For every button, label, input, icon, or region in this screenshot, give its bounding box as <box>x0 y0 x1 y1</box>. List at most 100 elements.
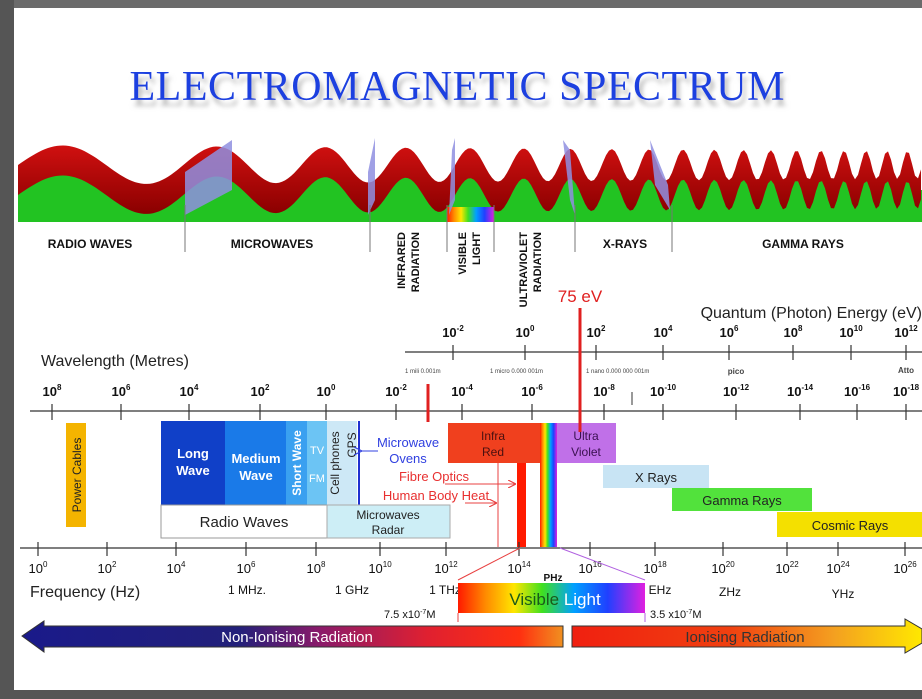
microwave-ovens-label-1: Microwave <box>377 435 439 450</box>
page-title: ELECTROMAGNETIC SPECTRUM <box>130 64 785 110</box>
non-ionising-label: Non-Ionising Radiation <box>221 629 373 646</box>
frequency-tick-label: 1024 <box>826 560 850 576</box>
frequency-tick-label: 1012 <box>434 560 458 576</box>
energy-tick-base: 10 <box>784 325 798 340</box>
medium-wave-band <box>225 421 286 505</box>
red-wave <box>18 145 921 214</box>
frequency-tick-label: 1018 <box>643 560 667 576</box>
category-ultraviolet-line1: ULTRAVIOLET <box>518 232 530 308</box>
frequency-tick-exponent: 0 <box>43 560 48 569</box>
radio-waves-label: Radio Waves <box>200 514 289 531</box>
energy-tick-label: 106 <box>720 324 739 340</box>
frequency-tick-exponent: 20 <box>726 560 735 569</box>
energy-tick-label: 10-2 <box>442 324 464 340</box>
cell-phones-band <box>327 421 357 505</box>
gps-label: GPS <box>345 432 359 457</box>
frequency-tick-label: 1016 <box>578 560 602 576</box>
category-radio-waves: RADIO WAVES <box>48 237 132 251</box>
cosmic-rays-label: Cosmic Rays <box>812 518 889 533</box>
unit-zhz: ZHz <box>719 585 741 599</box>
visible-band <box>540 423 557 547</box>
wavelength-tick-exponent: -4 <box>466 383 474 392</box>
frequency-tick-exponent: 4 <box>181 560 186 569</box>
frequency-tick-base: 10 <box>237 561 251 576</box>
energy-tick-base: 10 <box>587 325 601 340</box>
wavelength-tick-base: 10 <box>650 384 664 399</box>
energy-tick-base: 10 <box>839 325 853 340</box>
ultra-violet-label-2: Violet <box>571 445 601 459</box>
wavelength-tick-base: 10 <box>893 384 907 399</box>
wavelength-tick-exponent: 8 <box>57 383 62 392</box>
wavelength-tick-label: 10-8 <box>593 383 615 399</box>
energy-marker-label: 75 eV <box>558 287 603 306</box>
long-wave-band <box>161 421 225 505</box>
energy-tick-base: 10 <box>516 325 530 340</box>
wavelength-tick-label: 10-12 <box>723 383 750 399</box>
red-limit-label: 7.5 x10-7M <box>384 609 436 621</box>
energy-tick-exponent: 0 <box>530 324 535 333</box>
long-wave-label-2: Wave <box>176 463 209 478</box>
wavelength-tick-label: 10-6 <box>521 383 543 399</box>
energy-tick-exponent: 2 <box>601 324 606 333</box>
microwaves-radar-band <box>326 504 451 539</box>
gamma-rays-label: Gamma Rays <box>702 493 782 508</box>
non-ionising-arrow <box>21 620 564 653</box>
infra-red-bar <box>517 463 526 547</box>
wavelength-tick-exponent: -6 <box>536 383 544 392</box>
wavelength-axis-title: Wavelength (Metres) <box>41 353 189 370</box>
tv-fm-band <box>307 421 327 505</box>
frequency-tick-label: 108 <box>307 560 326 576</box>
unit-ghz: 1 GHz <box>335 583 369 597</box>
category-visible-line1: VISIBLE <box>457 232 469 275</box>
spectrum-bands: Power Cables Long Wave Medium Wave Short… <box>66 421 922 547</box>
energy-tick-exponent: 12 <box>909 324 918 333</box>
wavelength-tick-exponent: 2 <box>265 383 270 392</box>
power-cables-label: Power Cables <box>70 438 84 513</box>
wavelength-notes: 1 mili 0.001m 1 micro 0.000 001m 1 nano … <box>405 366 914 376</box>
wavelength-tick-base: 10 <box>317 384 331 399</box>
ultra-violet-band <box>557 423 616 463</box>
frequency-tick-exponent: 10 <box>383 560 392 569</box>
frequency-tick-base: 10 <box>893 561 907 576</box>
ultra-violet-label-1: Ultra <box>573 429 599 443</box>
energy-axis-title: Quantum (Photon) Energy (eV) <box>701 305 922 322</box>
red-limit-exp: -7 <box>420 609 426 616</box>
frequency-tick-exponent: 18 <box>658 560 667 569</box>
energy-tick-label: 102 <box>587 324 606 340</box>
note-nano: 1 nano 0.000 000 001m <box>586 369 649 375</box>
wavelength-tick-label: 10-18 <box>893 383 920 399</box>
unit-thz: 1 THz <box>429 583 461 597</box>
long-wave-label-1: Long <box>177 446 209 461</box>
category-gamma-rays: GAMMA RAYS <box>762 237 844 251</box>
ionising-arrow <box>571 618 922 654</box>
cosmic-rays-band <box>777 512 922 537</box>
energy-tick-exponent: 8 <box>798 324 803 333</box>
wavelength-tick-exponent: -2 <box>400 383 408 392</box>
wavelength-tick-base: 10 <box>521 384 535 399</box>
wavelength-tick-exponent: -8 <box>608 383 616 392</box>
wave-category-labels: RADIO WAVES MICROWAVES INFRARED RADIATIO… <box>48 232 844 308</box>
unit-ehz: EHz <box>649 583 672 597</box>
visible-zoom-line-left <box>457 547 521 581</box>
wavelength-tick-exponent: 6 <box>126 383 131 392</box>
frequency-tick-exponent: 22 <box>790 560 799 569</box>
energy-tick-label: 100 <box>516 324 535 340</box>
frequency-tick-exponent: 2 <box>112 560 117 569</box>
wavelength-tick-label: 106 <box>112 383 131 399</box>
energy-tick-label: 1012 <box>894 324 918 340</box>
medium-wave-label-2: Wave <box>239 468 272 483</box>
category-infrared-line2: RADIATION <box>410 232 422 292</box>
note-micro: 1 micro 0.000 001m <box>490 369 543 375</box>
frequency-tick-label: 1026 <box>893 560 917 576</box>
wavelength-tick-exponent: 4 <box>194 383 199 392</box>
category-infrared-line1: INFRARED <box>396 232 408 289</box>
wavelength-tick-base: 10 <box>251 384 265 399</box>
wavelength-tick-label: 108 <box>43 383 62 399</box>
energy-tick-exponent: 10 <box>854 324 863 333</box>
frequency-tick-exponent: 6 <box>251 560 256 569</box>
unit-mhz: 1 MHz. <box>228 583 266 597</box>
